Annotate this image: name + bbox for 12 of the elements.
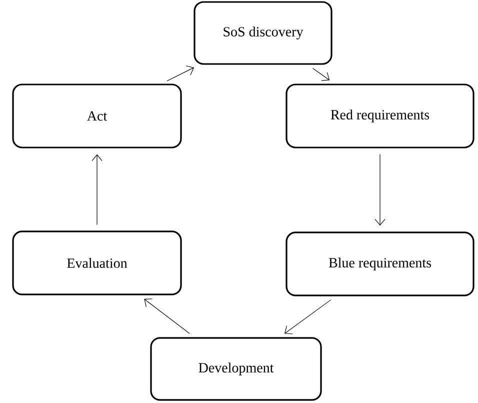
process-box: Red requirements: [286, 84, 474, 148]
process-box: Development: [150, 337, 322, 401]
process-box: Evaluation: [12, 230, 182, 296]
process-box: Act: [12, 84, 182, 148]
process-box: Blue requirements: [286, 232, 474, 296]
arrow: [284, 300, 332, 334]
arrow: [92, 154, 102, 225]
arrow: [144, 298, 190, 334]
arrow: [166, 66, 194, 82]
arrow: [312, 68, 330, 81]
process-box: SoS discovery: [194, 1, 332, 65]
arrow: [374, 154, 386, 226]
